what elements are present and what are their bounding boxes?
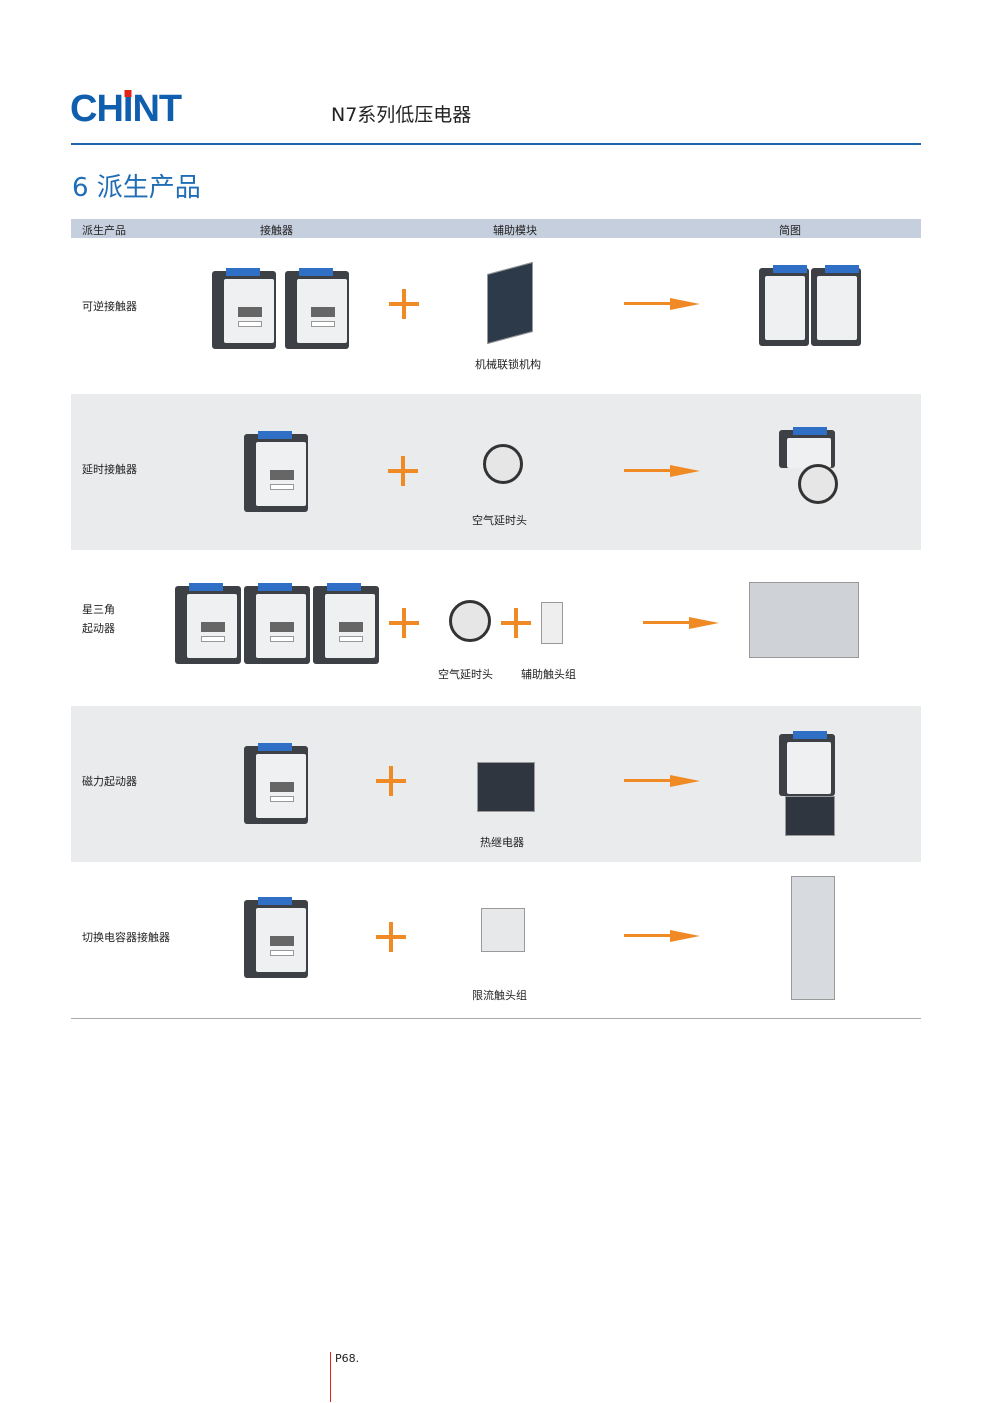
table-row: 星三角 起动器 空气延时头 辅助触头组 bbox=[71, 550, 921, 706]
plus-icon bbox=[389, 608, 419, 638]
table-header: 派生产品 接触器 辅助模块 简图 bbox=[71, 219, 921, 238]
contactor-image bbox=[313, 583, 379, 664]
thermal-relay-image bbox=[477, 762, 535, 812]
plus-icon bbox=[389, 289, 419, 319]
table-bottom-rule bbox=[71, 1018, 921, 1019]
interlock-image bbox=[487, 261, 533, 345]
arrow-icon bbox=[624, 775, 700, 787]
module-caption: 限流触头组 bbox=[472, 989, 527, 1002]
col-diagram: 简图 bbox=[779, 224, 801, 237]
module-caption: 空气延时头 bbox=[438, 668, 493, 681]
contactor-image bbox=[212, 268, 276, 349]
col-contactor: 接触器 bbox=[260, 224, 293, 237]
current-limiting-contact-image bbox=[481, 908, 525, 952]
timer-image bbox=[483, 444, 523, 484]
result-image bbox=[779, 731, 835, 796]
table-row: 磁力起动器 热继电器 bbox=[71, 706, 921, 862]
product-name: 切换电容器接触器 bbox=[82, 931, 170, 944]
module-caption: 机械联锁机构 bbox=[475, 358, 541, 371]
arrow-icon bbox=[624, 298, 700, 310]
chint-logo: CHINT bbox=[70, 88, 182, 130]
contactor-image bbox=[244, 897, 308, 978]
product-name-line: 起动器 bbox=[82, 622, 115, 635]
plus-icon bbox=[388, 456, 418, 486]
product-name: 延时接触器 bbox=[82, 463, 137, 476]
result-image bbox=[759, 265, 809, 346]
timer-image bbox=[449, 600, 491, 642]
product-name: 星三角 起动器 bbox=[82, 600, 115, 638]
section-title: 6 派生产品 bbox=[72, 173, 201, 203]
result-image bbox=[749, 582, 859, 658]
product-name-line: 星三角 bbox=[82, 603, 115, 616]
module-caption: 空气延时头 bbox=[472, 514, 527, 527]
arrow-icon bbox=[624, 465, 700, 477]
arrow-icon bbox=[624, 930, 700, 942]
module-caption: 辅助触头组 bbox=[521, 668, 576, 681]
result-image bbox=[779, 427, 835, 468]
arrow-icon bbox=[643, 617, 719, 629]
contactor-image bbox=[175, 583, 241, 664]
result-image bbox=[791, 876, 835, 1000]
plus-icon bbox=[501, 608, 531, 638]
result-relay bbox=[785, 796, 835, 836]
col-product: 派生产品 bbox=[82, 224, 126, 237]
plus-icon bbox=[376, 922, 406, 952]
page-number: P68. bbox=[330, 1352, 359, 1402]
header-divider bbox=[71, 143, 921, 145]
product-name: 可逆接触器 bbox=[82, 300, 137, 313]
result-image bbox=[811, 265, 861, 346]
contactor-image bbox=[285, 268, 349, 349]
document-title: N7系列低压电器 bbox=[331, 104, 472, 126]
contactor-image bbox=[244, 743, 308, 824]
aux-contact-image bbox=[541, 602, 563, 644]
module-caption: 热继电器 bbox=[480, 836, 524, 849]
result-timer bbox=[798, 464, 838, 504]
product-name: 磁力起动器 bbox=[82, 775, 137, 788]
plus-icon bbox=[376, 766, 406, 796]
table-row: 可逆接触器 机械联锁机构 bbox=[71, 238, 921, 394]
table-row: 延时接触器 空气延时头 bbox=[71, 394, 921, 550]
contactor-image bbox=[244, 583, 310, 664]
col-module: 辅助模块 bbox=[493, 224, 537, 237]
contactor-image bbox=[244, 431, 308, 512]
table-row: 切换电容器接触器 限流触头组 bbox=[71, 862, 921, 1018]
